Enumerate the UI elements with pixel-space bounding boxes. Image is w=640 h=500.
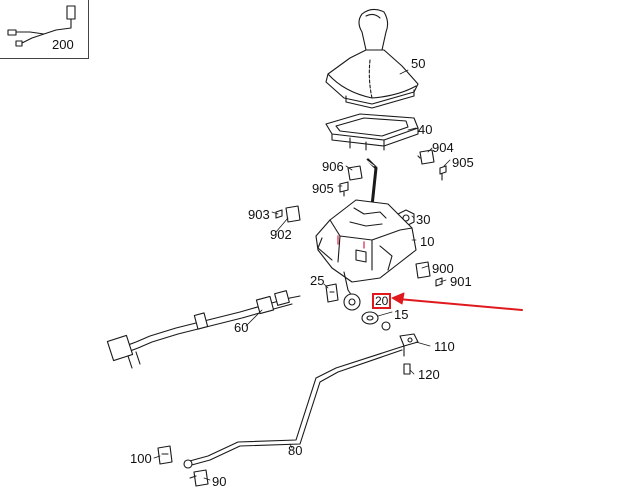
- callout-904: 904: [432, 140, 454, 155]
- clip-904: [417, 149, 435, 165]
- callout-20-highlighted: 20: [372, 293, 392, 309]
- callout-110: 110: [434, 339, 455, 354]
- callout-100: 100: [130, 451, 152, 466]
- callout-30: 30: [416, 212, 431, 227]
- leader-lines: [153, 69, 451, 481]
- callout-50: 50: [411, 56, 426, 71]
- callout-40: 40: [418, 122, 433, 137]
- callout-60: 60: [234, 320, 249, 335]
- wiring-harness-200: [7, 5, 76, 47]
- bushing-15: [361, 311, 391, 331]
- callout-80: 80: [288, 443, 303, 458]
- inset-frame: [0, 0, 89, 59]
- screw-905-left: [339, 181, 349, 197]
- trim-frame-40: [325, 113, 419, 151]
- clip-100: [157, 445, 173, 465]
- bolt-90: [189, 469, 209, 487]
- callout-902: 902: [270, 227, 292, 242]
- callout-200: 200: [52, 37, 74, 52]
- clip-902: [285, 205, 301, 223]
- screw-905-right: [439, 165, 447, 181]
- rod-80: [183, 345, 405, 469]
- callout-901: 901: [450, 274, 472, 289]
- clip-120: [403, 363, 411, 375]
- callout-905-right: 905: [452, 155, 474, 170]
- callout-905-left: 905: [312, 181, 334, 196]
- shift-lever-rod: [366, 158, 378, 208]
- callout-906: 906: [322, 159, 344, 174]
- screw-901: [435, 277, 443, 287]
- callout-90: 90: [212, 474, 227, 489]
- linkage-end-110: [399, 333, 419, 357]
- highlight-arrow: [391, 292, 523, 311]
- callout-120: 120: [418, 367, 440, 382]
- bracket-25: [325, 283, 339, 303]
- bushing-20: [343, 293, 361, 311]
- screw-903: [275, 209, 283, 219]
- callout-10: 10: [420, 234, 435, 249]
- callout-900: 900: [432, 261, 454, 276]
- shift-knob-boot-50: [325, 8, 419, 109]
- clip-900: [415, 261, 431, 279]
- shift-housing-10: [315, 199, 417, 283]
- callout-25: 25: [310, 273, 325, 288]
- shift-cable-60: [106, 290, 301, 369]
- callout-903: 903: [248, 207, 270, 222]
- callout-15: 15: [394, 307, 409, 322]
- clip-906: [347, 165, 363, 181]
